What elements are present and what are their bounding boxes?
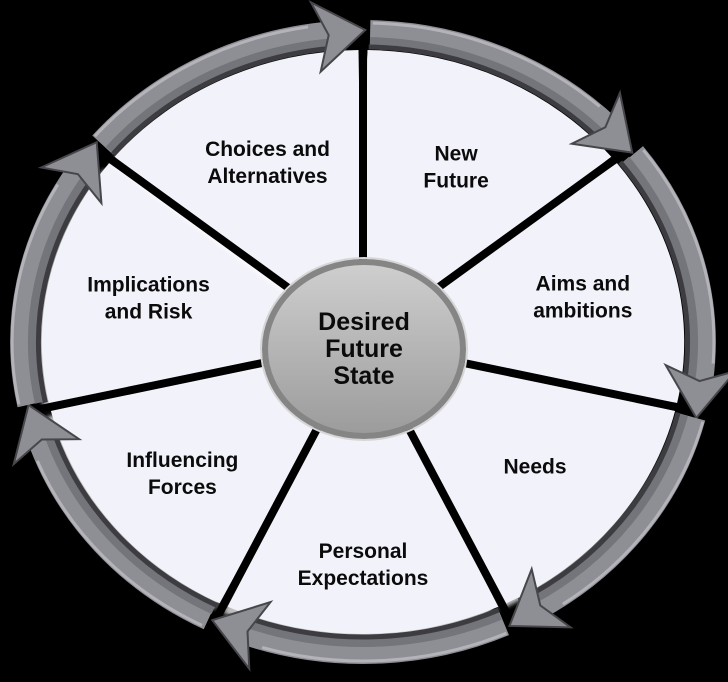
segment-dividers [7, 11, 719, 643]
segment-label-personal-expectations: Expectations [298, 567, 429, 590]
arrowhead-choices-and-alternatives [308, 0, 368, 75]
segment-new-future [363, 50, 612, 342]
segment-label-needs: Needs [503, 456, 566, 479]
segment-label-influencing-forces: Influencing [126, 449, 238, 472]
arrow-band-implications-and-risk [10, 140, 103, 408]
segment-label-new-future: New [435, 142, 479, 165]
segment-divider [426, 351, 719, 420]
arrowhead-implications-and-risk [37, 140, 103, 207]
segment-label-aims-and-ambitions: Aims and [536, 272, 631, 295]
segment-label-choices-and-alternatives: Alternatives [207, 165, 327, 188]
center-label: Future [325, 335, 403, 363]
arrow-band-needs [508, 412, 706, 629]
arrowhead-needs [508, 565, 574, 629]
segment-divider [7, 351, 300, 420]
center-circle [262, 259, 466, 439]
arrow-band-personal-expectations [210, 600, 509, 672]
segment-label-influencing-forces: Forces [148, 476, 217, 499]
arrow-band-new-future [368, 20, 634, 154]
arrowhead-new-future [568, 89, 634, 154]
segment-choices-and-alternatives [114, 50, 363, 342]
arrowhead-aims-and-ambitions [663, 362, 728, 420]
segment-personal-expectations [227, 342, 499, 634]
segment-label-aims-and-ambitions: ambitions [533, 299, 632, 322]
segment-divider [75, 132, 314, 308]
center-label: Desired [318, 308, 410, 336]
segment-divider [201, 394, 338, 643]
segment-label-choices-and-alternatives: Choices and [205, 138, 330, 161]
segment-label-personal-expectations: Personal [319, 540, 408, 563]
segment-divider [412, 132, 651, 308]
segment-label-implications-and-risk: and Risk [105, 301, 193, 324]
arrow-band-influencing-forces [11, 403, 219, 630]
segment-label-implications-and-risk: Implications [87, 274, 210, 297]
segment-divider [388, 394, 525, 643]
arrow-band-choices-and-alternatives [92, 0, 368, 156]
segment-label-new-future: Future [423, 169, 488, 192]
arrowhead-personal-expectations [210, 600, 274, 672]
arrowhead-influencing-forces [11, 403, 83, 468]
arrow-band-aims-and-ambitions [618, 146, 728, 420]
center-rim [260, 257, 468, 441]
center-label: State [333, 362, 394, 390]
